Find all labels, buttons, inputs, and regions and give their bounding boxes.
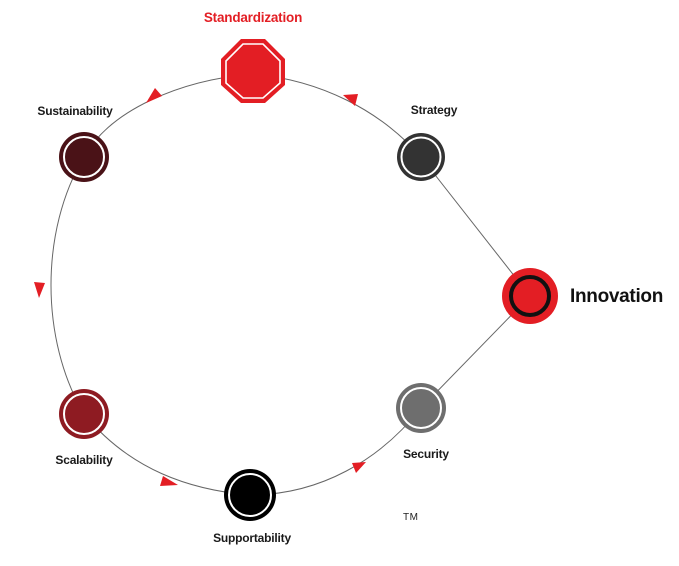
sustainability-node	[59, 132, 109, 182]
arrow-sustainability-to-scalability	[34, 282, 45, 298]
label-scalability: Scalability	[55, 453, 113, 467]
label-security: Security	[403, 447, 449, 461]
strategy-node	[397, 133, 445, 181]
label-supportability: Supportability	[213, 531, 291, 545]
cycle-path	[50, 73, 422, 496]
standardization-node	[221, 39, 285, 103]
supportability-node	[224, 469, 276, 521]
label-standardization: Standardization	[203, 10, 303, 25]
scalability-node	[59, 389, 109, 439]
trademark-mark: TM	[403, 512, 419, 523]
security-node	[396, 383, 446, 433]
label-sustainability: Sustainability	[37, 104, 113, 118]
connector-strategy-innovation	[420, 156, 531, 297]
arrow-strategy-to-standardization	[343, 94, 358, 106]
innovation-node	[502, 268, 558, 324]
label-innovation: Innovation	[570, 286, 664, 307]
arrow-standardization-to-sustainability	[146, 88, 162, 103]
arrow-supportability-to-security	[352, 462, 366, 473]
arrow-scalability-to-supportability	[160, 476, 178, 486]
label-strategy: Strategy	[410, 103, 458, 117]
